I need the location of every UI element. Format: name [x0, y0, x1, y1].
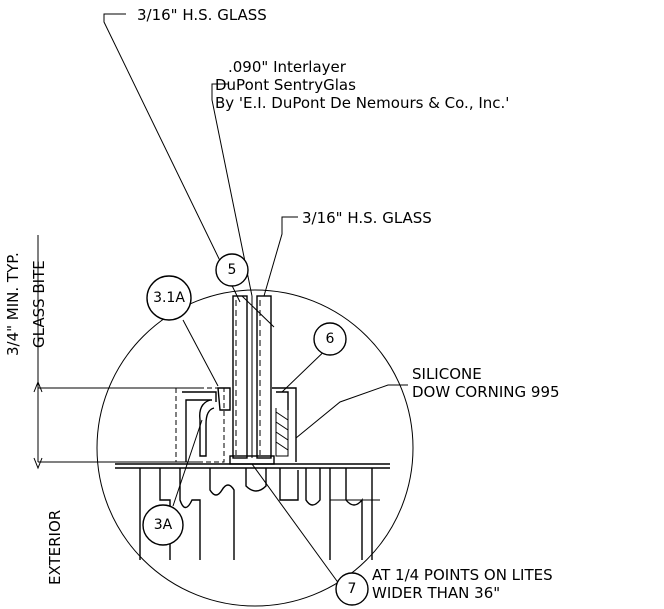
callout-interlayer-1: .090" Interlayer: [228, 58, 347, 76]
callout-note-1: AT 1/4 POINTS ON LITES: [372, 566, 553, 584]
callout-silicone-2: DOW CORNING 995: [412, 383, 560, 401]
bite-value: 3/4" MIN. TYP.: [4, 252, 22, 356]
exterior-label: EXTERIOR: [46, 510, 64, 585]
ref-3a: 3A: [142, 504, 184, 546]
glass-bite-dimension: 3/4" MIN. TYP. GLASS BITE: [4, 235, 200, 470]
callout-note-2: WIDER THAN 36": [372, 584, 500, 602]
callout-silicone-1: SILICONE: [412, 365, 482, 383]
svg-text:3A: 3A: [154, 517, 173, 533]
ref-5: 5: [215, 253, 249, 287]
ref-3-1a: 3.1A: [146, 275, 192, 321]
callout-interlayer-3: By 'E.I. DuPont De Nemours & Co., Inc.': [215, 94, 509, 112]
ref-7: 7: [335, 572, 369, 606]
glass-lite-inner: [256, 295, 272, 459]
detail-circle: [96, 289, 414, 607]
callout-glass-top: 3/16" H.S. GLASS: [137, 6, 267, 24]
leaders: [103, 13, 408, 589]
callout-interlayer-2: DuPont SentryGlas: [215, 76, 356, 94]
svg-text:7: 7: [348, 581, 357, 597]
laminated-glass: [232, 295, 272, 459]
svg-text:5: 5: [228, 262, 237, 278]
bite-label: GLASS BITE: [30, 260, 48, 348]
svg-text:3.1A: 3.1A: [153, 290, 185, 306]
svg-text:6: 6: [326, 331, 335, 347]
ref-6: 6: [313, 322, 347, 356]
callout-glass-inner: 3/16" H.S. GLASS: [302, 209, 432, 227]
glass-lite-outer: [232, 295, 248, 459]
